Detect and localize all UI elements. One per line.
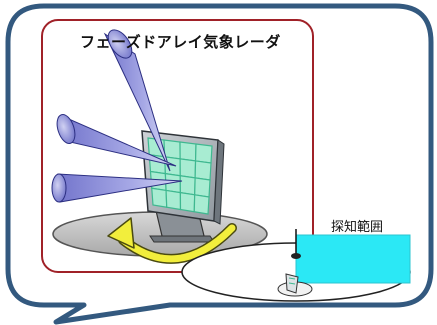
panel-stand-base bbox=[149, 235, 215, 243]
antenna-element bbox=[193, 194, 210, 215]
rotation-arrow bbox=[107, 217, 237, 264]
detection-range-box bbox=[295, 234, 411, 284]
antenna-element bbox=[165, 189, 182, 211]
pole-marker bbox=[291, 253, 301, 259]
radar-beam-middle bbox=[56, 114, 177, 167]
antenna-element bbox=[179, 158, 197, 179]
antenna-panel-side bbox=[213, 139, 225, 225]
antenna-element-grid bbox=[147, 137, 213, 215]
antenna-element bbox=[194, 177, 211, 198]
mini-radar-icon bbox=[277, 273, 313, 297]
antenna-element bbox=[179, 191, 196, 213]
antenna-element bbox=[163, 139, 181, 160]
antenna-element bbox=[179, 141, 197, 162]
diagram-title: フェーズドアレイ気象レーダ bbox=[80, 33, 281, 51]
radar-beam-upper bbox=[103, 29, 171, 172]
antenna-element bbox=[179, 175, 196, 196]
antenna-element bbox=[194, 160, 212, 181]
antenna-element bbox=[194, 143, 213, 164]
detection-range-label: 探知範囲 bbox=[331, 220, 384, 235]
radar-beam-lower bbox=[51, 173, 183, 203]
antenna-element bbox=[151, 187, 168, 208]
